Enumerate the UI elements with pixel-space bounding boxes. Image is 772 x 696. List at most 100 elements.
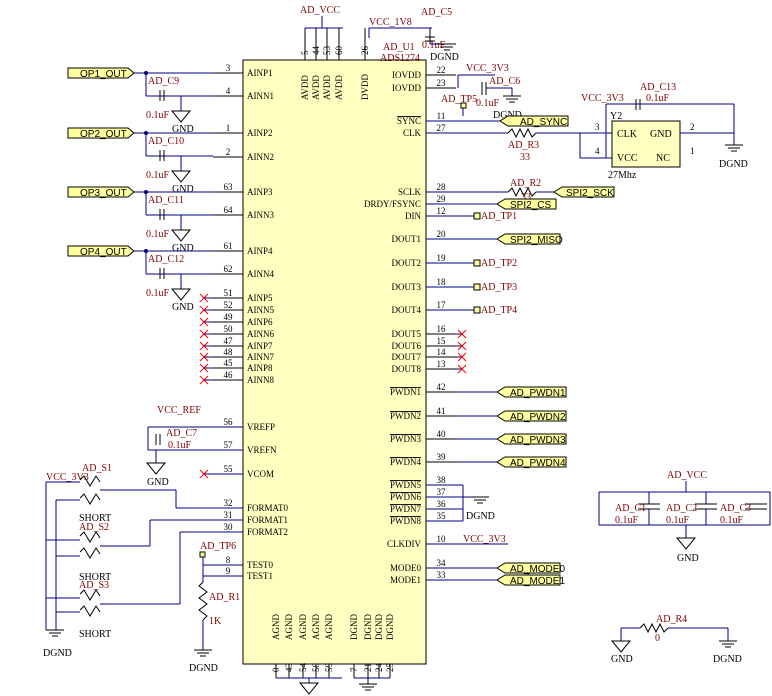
c7-ref: AD_C7 <box>166 428 197 439</box>
right-pin-name: PWDN3 <box>390 434 421 444</box>
bottom-pin-name: AGND <box>298 614 308 640</box>
vref-gnd: GND <box>147 477 169 488</box>
right-pin-name: PWDN1 <box>390 387 421 397</box>
right-pin-name: DOUT1 <box>392 234 422 244</box>
op-out-port <box>67 245 135 257</box>
left-pin-number: 32 <box>224 498 233 508</box>
y2-ref: Y2 <box>610 111 622 122</box>
right-pin-number: 14 <box>437 347 447 357</box>
right-pin-number: 12 <box>437 206 446 216</box>
y2-freq: 27Mhz <box>608 170 637 181</box>
tp1-pad <box>473 212 481 220</box>
left-pin-name: AINP4 <box>247 246 273 256</box>
digital-io: AD_SYNC AD_R3 33 AD_R2 33 SPI2_SCK SPI2_… <box>426 115 615 316</box>
dout-noconnects <box>456 329 467 374</box>
right-pin-name: DRDY/FSYNC <box>364 199 421 209</box>
bottom-pin-row: 0AGND43AGND54AGND58AGND59AGND7DGND21DGND… <box>271 614 395 678</box>
tp6-ref: AD_TP6 <box>200 541 236 552</box>
clkdiv-net-label: VCC_3V3 <box>463 534 506 545</box>
y2-net-label: VCC_3V3 <box>581 93 624 104</box>
right-pin-name: PWDN5 <box>390 480 421 490</box>
miso-port-label: SPI2_MISO <box>510 235 563 246</box>
left-pin-number: 55 <box>224 464 234 474</box>
right-pin-number: 18 <box>437 277 447 287</box>
left-pin-name: AINP3 <box>247 187 273 197</box>
left-pin-number: 47 <box>224 336 234 346</box>
right-pin-name: DOUT5 <box>392 329 422 339</box>
tp4-pad <box>473 306 481 314</box>
miso-port <box>496 233 561 245</box>
left-pin-number: 62 <box>224 264 233 274</box>
right-pin-number: 23 <box>437 78 447 88</box>
left-pin-number: 1 <box>226 123 231 133</box>
bottom-pin-name: DGND <box>385 614 395 640</box>
right-pin-number: 22 <box>437 65 446 75</box>
left-pin-number: 50 <box>224 324 234 334</box>
sync-port <box>499 115 569 127</box>
right-pin-name: CLKDIV <box>387 539 421 549</box>
pwdn-port <box>496 410 567 422</box>
bottom-pin-number: 59 <box>324 663 334 673</box>
r4-left-gnd: GND <box>611 654 633 665</box>
cap-value: 0.1uF <box>146 110 170 121</box>
bottom-pin-number: 25 <box>385 663 395 673</box>
top-pin-number: 26 <box>360 46 370 56</box>
iovdd-supply: VCC_3V3 AD_C6 0.1uF DGND AD_TP5 <box>441 63 522 121</box>
r3-ref: AD_R3 <box>508 140 539 151</box>
left-pin-name: AINN6 <box>247 329 274 339</box>
pwdn-port-label: AD_PWDN4 <box>510 458 566 469</box>
left-pin-name: AINN4 <box>247 269 274 279</box>
left-pin-number: 61 <box>224 241 233 251</box>
chip-body <box>242 59 427 665</box>
bottom-pin-number: 58 <box>311 663 321 673</box>
right-pin-number: 39 <box>437 452 447 462</box>
left-pin-name: VREFP <box>247 422 275 432</box>
mode-ports: AD_MODE0 AD_MODE1 <box>426 562 565 587</box>
left-pin-number: 9 <box>226 566 231 576</box>
dvdd-net-label: VCC_1V8 <box>369 17 412 28</box>
s2-label: SHORT <box>79 572 111 583</box>
left-pin-number: 51 <box>224 288 233 298</box>
clkdiv-net: VCC_3V3 <box>426 534 508 545</box>
left-pin-name: AINN3 <box>247 210 274 220</box>
right-pin-number: 11 <box>437 111 446 121</box>
left-pin-number: 2 <box>226 147 231 157</box>
tp2-ref: AD_TP2 <box>481 258 517 269</box>
ground-label: GND <box>172 243 194 254</box>
left-pin-name: FORMAT2 <box>247 527 288 537</box>
cap-value: 0.1uF <box>146 288 170 299</box>
right-pin-number: 28 <box>437 182 447 192</box>
right-pin-number: 38 <box>437 475 447 485</box>
decap-gnd: GND <box>677 553 699 564</box>
cap-ref: AD_C11 <box>148 195 184 206</box>
right-pin-name: MODE0 <box>390 563 421 573</box>
bottom-pin-number: 24 <box>374 663 384 673</box>
right-pin-number: 16 <box>437 324 447 334</box>
r4-value: 0 <box>655 633 660 644</box>
r4-right-gnd: DGND <box>713 654 742 665</box>
chip-part: ADS1274 <box>380 53 420 64</box>
y2-pin4-num: 4 <box>595 146 600 156</box>
right-pin-name: CLK <box>403 128 422 138</box>
ground-label: GND <box>172 124 194 135</box>
top-pin-number: 5 <box>300 50 310 55</box>
right-pin-name: PWDN6 <box>390 492 421 502</box>
mode1-port-label: AD_MODE1 <box>510 576 565 587</box>
s1-ref: AD_S1 <box>82 463 112 474</box>
right-pin-number: 29 <box>437 194 447 204</box>
right-pin-name: IOVDD <box>392 70 421 80</box>
right-pin-name: PWDN4 <box>390 457 421 467</box>
pwdn-port-label: AD_PWDN3 <box>510 435 566 446</box>
left-pin-number: 30 <box>224 522 234 532</box>
r4-ref: AD_R4 <box>656 614 687 625</box>
tp3-ref: AD_TP3 <box>481 282 517 293</box>
y2-pin-clk: CLK <box>617 129 638 140</box>
right-pin-name: PWDN8 <box>390 516 421 526</box>
c3-value: 0.1uF <box>720 515 744 526</box>
mode1-port <box>496 574 561 586</box>
pwdn-port <box>496 456 567 468</box>
top-pin-name: DVDD <box>360 74 370 100</box>
